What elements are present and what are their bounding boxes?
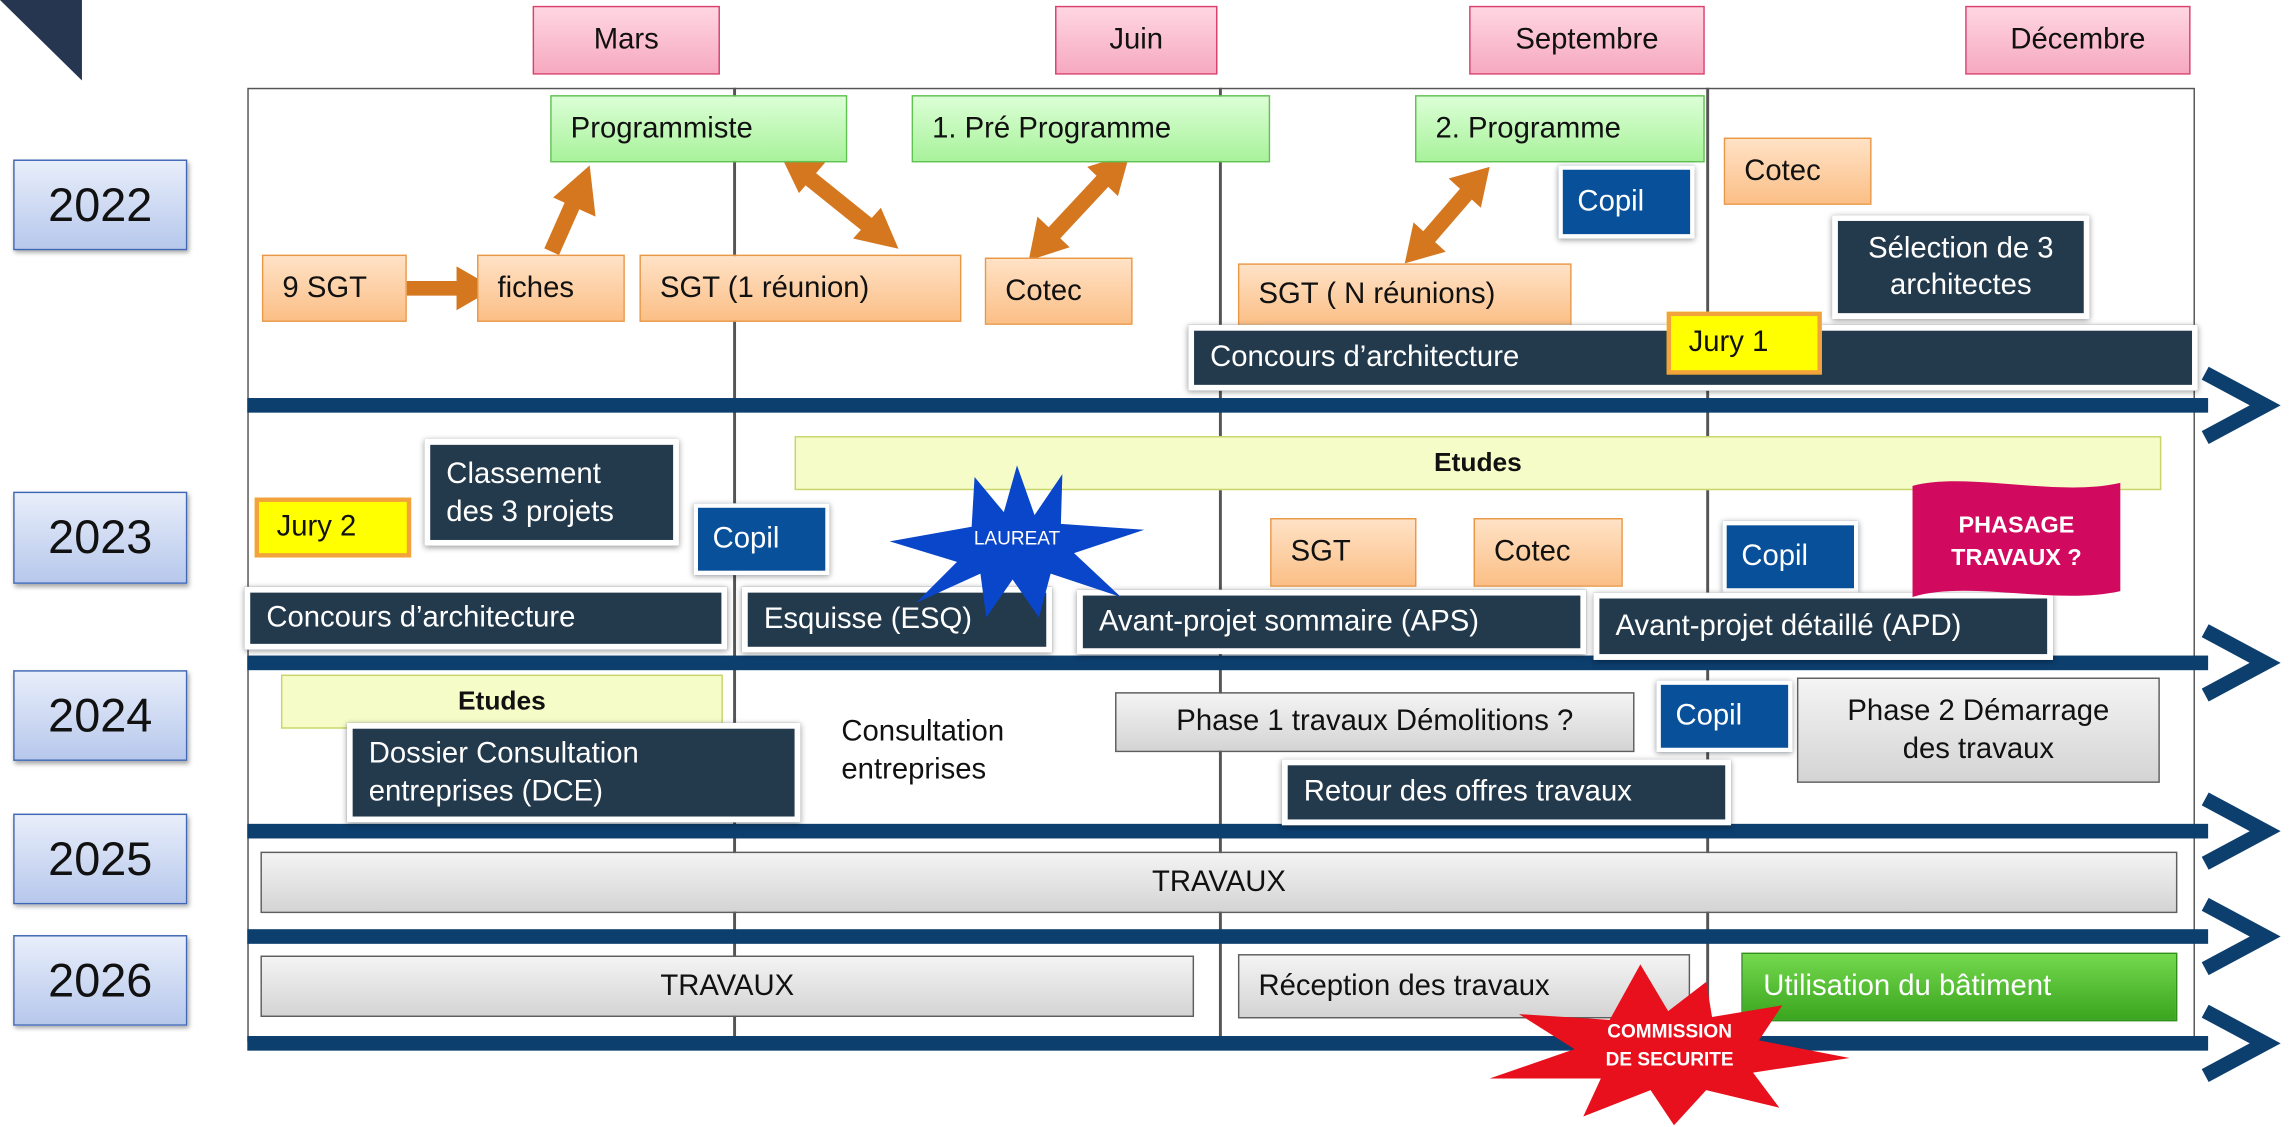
arrow-cotec-preprogramme-double <box>1028 153 1130 261</box>
year-label-2023: 2023 <box>13 491 188 584</box>
commission-line-2: DE SECURITE <box>1605 1047 1734 1070</box>
aps-box: Avant-projet sommaire (APS) <box>1076 589 1587 655</box>
commission-line-1: COMMISSION <box>1607 1019 1732 1042</box>
arrow-sgt-to-fiches <box>406 266 495 311</box>
travaux-bar-2025: TRAVAUX <box>260 851 2178 914</box>
arrow-sgtn-programme-double <box>1404 166 1490 264</box>
consultation-line-1: Consultation <box>841 715 1005 748</box>
reception-travaux-box: Réception des travaux <box>1237 954 1691 1019</box>
phasage-line-1: PHASAGE <box>1958 513 2075 539</box>
laureat-label: LAUREAT <box>973 526 1061 549</box>
programme-box: 2. Programme <box>1415 95 1705 163</box>
copil-box-2023: Copil <box>693 503 830 576</box>
sgt-9-box: 9 SGT <box>261 254 407 322</box>
pre-programme-box: 1. Pré Programme <box>911 95 1271 163</box>
programmiste-box: Programmiste <box>550 95 848 163</box>
travaux-bar-2026: TRAVAUX <box>260 955 1195 1017</box>
phasage-label: PHASAGE TRAVAUX ? <box>1910 511 2124 575</box>
copil-box-2024: Copil <box>1656 680 1793 753</box>
dce-box: Dossier Consultation entreprises (DCE) <box>346 722 801 823</box>
retour-offres-box: Retour des offres travaux <box>1281 759 1732 826</box>
apd-box: Avant-projet détaillé (APD) <box>1593 592 2054 660</box>
month-header-juin: Juin <box>1055 5 1218 75</box>
fiches-box: fiches <box>477 254 625 322</box>
corner-triangle <box>0 0 82 81</box>
copil-box-2023-december: Copil <box>1722 520 1859 593</box>
copil-box-2022: Copil <box>1558 165 1695 239</box>
sgt-n-reunions-box: SGT ( N réunions) <box>1237 263 1572 327</box>
classement-line-1: Classement <box>446 457 601 490</box>
commission-securite-label: COMMISSION DE SECURITE <box>1575 1017 1765 1073</box>
timeline-arrow-2025 <box>247 897 2281 976</box>
concours-architecture-bar-2023: Concours d’architecture <box>244 586 728 650</box>
laureat-star-icon <box>889 465 1145 618</box>
dce-line-2: entreprises (DCE) <box>368 775 603 808</box>
timeline-arrow-2022 <box>247 366 2281 444</box>
year-label-2025: 2025 <box>13 813 188 905</box>
cotec-box-2022: Cotec <box>984 257 1133 325</box>
classement-line-2: des 3 projets <box>446 495 614 528</box>
arrow-fiches-to-programmiste <box>544 165 596 255</box>
phase2-line-1: Phase 2 Démarrage <box>1847 695 2110 728</box>
selection-line-2: architectes <box>1890 268 2032 301</box>
year-label-2024: 2024 <box>13 670 188 761</box>
timeline-arrow-2024 <box>247 792 2281 870</box>
arrow-programmiste-sgt-double <box>779 153 899 249</box>
phasage-banner <box>1912 481 2121 598</box>
commission-securite-star-icon <box>1489 964 1850 1126</box>
consultation-entreprises-text: Consultation entreprises <box>841 713 1075 789</box>
sgt-1-reunion-box: SGT (1 réunion) <box>639 254 962 322</box>
utilisation-batiment-box: Utilisation du bâtiment <box>1741 952 2178 1022</box>
month-header-mars: Mars <box>532 5 720 75</box>
dce-line-1: Dossier Consultation <box>368 737 639 770</box>
month-header-decembre: Décembre <box>1965 5 2191 75</box>
year-label-2022: 2022 <box>13 159 188 251</box>
grid-line-septembre <box>1706 87 1709 1042</box>
month-header-septembre: Septembre <box>1469 5 1705 75</box>
selection-line-1: Sélection de 3 <box>1868 231 2054 265</box>
selection-architectes-box: Sélection de 3 architectes <box>1832 215 2090 319</box>
jury-2-badge: Jury 2 <box>254 497 412 558</box>
consultation-line-2: entreprises <box>841 753 987 786</box>
year-label-2026: 2026 <box>13 935 188 1026</box>
sgt-box-2023: SGT <box>1270 518 1417 587</box>
phasage-line-2: TRAVAUX ? <box>1951 545 2082 571</box>
phase2-line-2: des travaux <box>1902 733 2055 766</box>
cotec-box-2022-december: Cotec <box>1723 137 1872 205</box>
etudes-bar-2024: Etudes <box>280 674 723 729</box>
cotec-box-2023: Cotec <box>1473 518 1623 587</box>
phase2-demarrage-box: Phase 2 Démarrage des travaux <box>1796 677 2160 783</box>
grid-line-juin <box>1218 87 1222 1042</box>
phase1-demolitions-box: Phase 1 travaux Démolitions ? <box>1115 692 1635 753</box>
classement-projets-box: Classement des 3 projets <box>424 438 679 546</box>
jury-1-badge: Jury 1 <box>1666 311 1822 375</box>
esquisse-box: Esquisse (ESQ) <box>741 586 1053 653</box>
